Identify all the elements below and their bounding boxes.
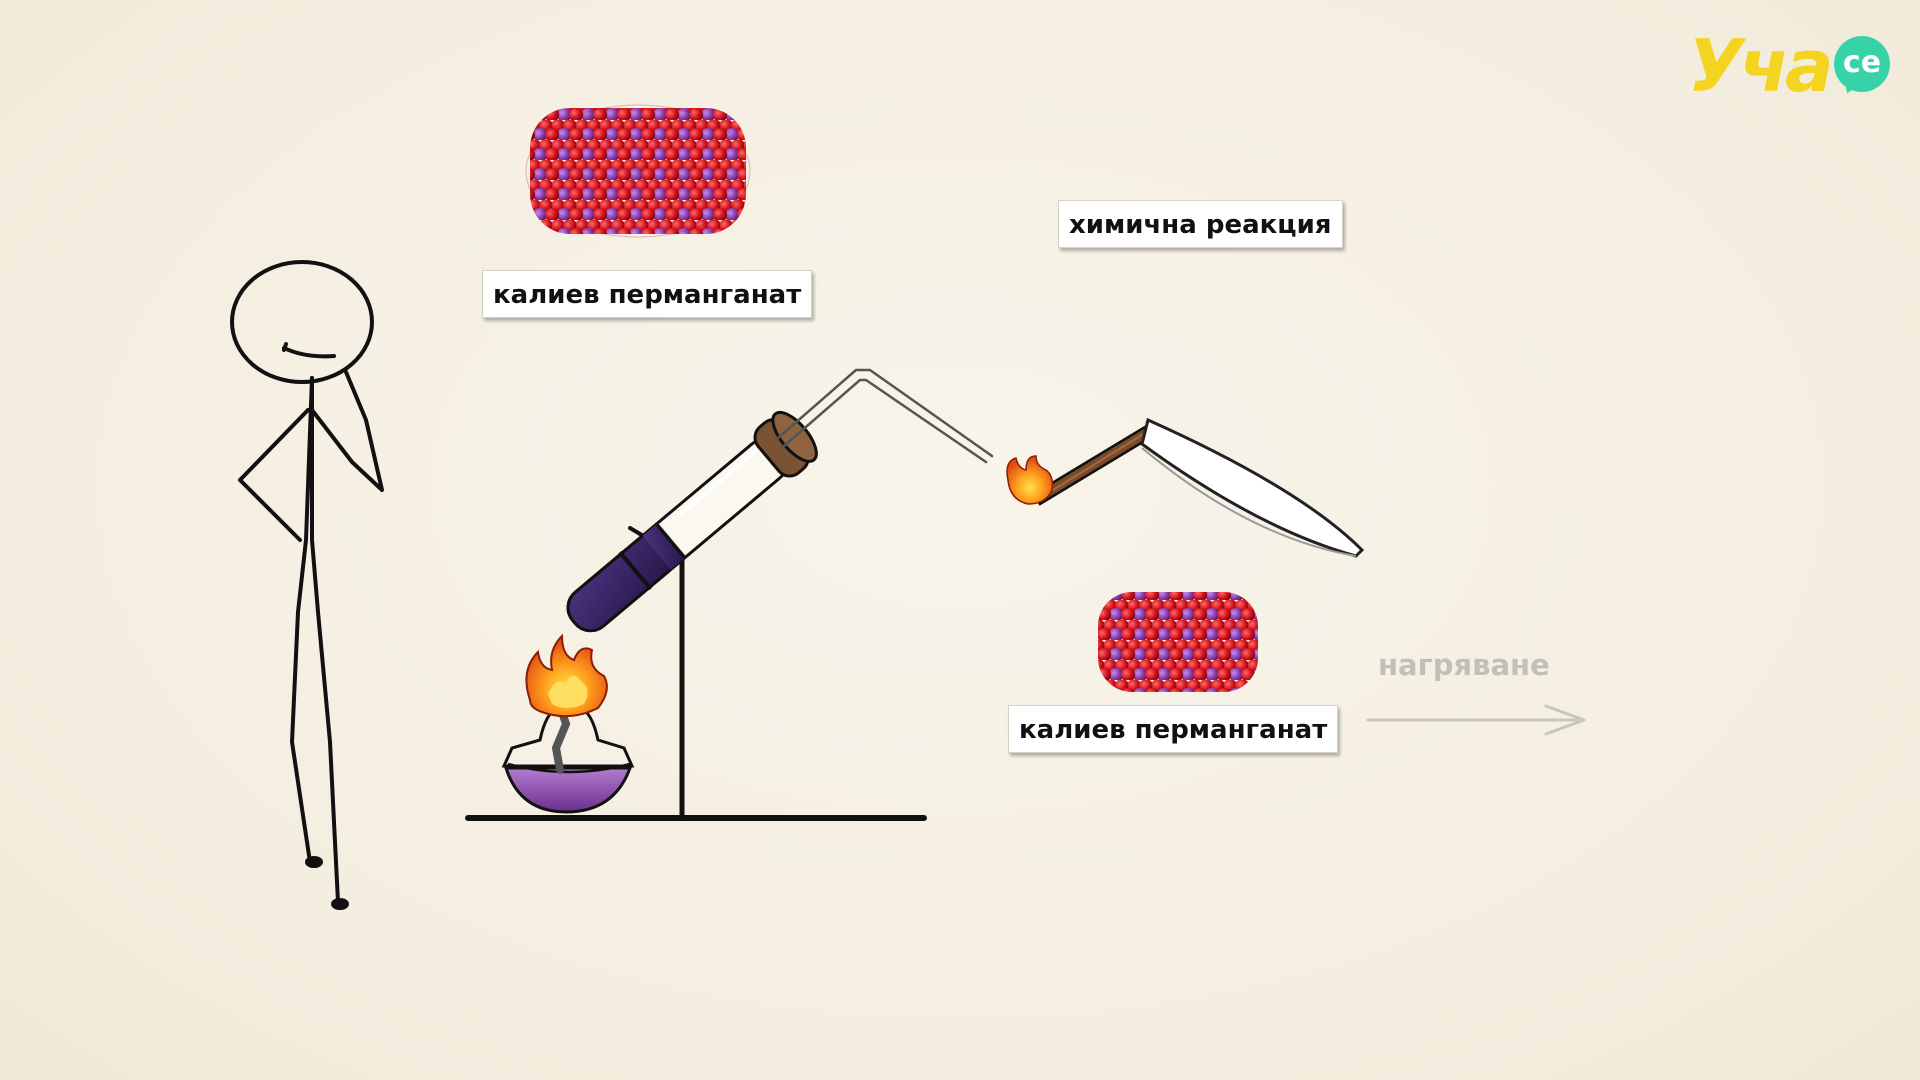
test-tube-icon — [566, 410, 818, 633]
logo-bubble: се — [1834, 36, 1890, 92]
substance-label-bottom: калиев перманганат — [1008, 705, 1339, 753]
glowing-splint-icon — [1006, 417, 1365, 558]
lab-stand-icon — [465, 555, 927, 821]
reaction-label: химична реакция — [1058, 200, 1343, 248]
reaction-arrow-icon — [1366, 704, 1586, 736]
crystal-lattice-icon — [525, 104, 751, 238]
stick-figure-icon — [230, 260, 384, 910]
brand-logo: Уча се — [1688, 26, 1900, 106]
crystal-lattice-icon — [1098, 592, 1258, 692]
logo-text: Уча — [1688, 24, 1834, 108]
delivery-tube-icon — [776, 368, 994, 464]
alcohol-burner-icon — [501, 633, 635, 814]
substance-label-top: калиев перманганат — [482, 270, 813, 318]
heating-label: нагряване — [1378, 648, 1550, 682]
